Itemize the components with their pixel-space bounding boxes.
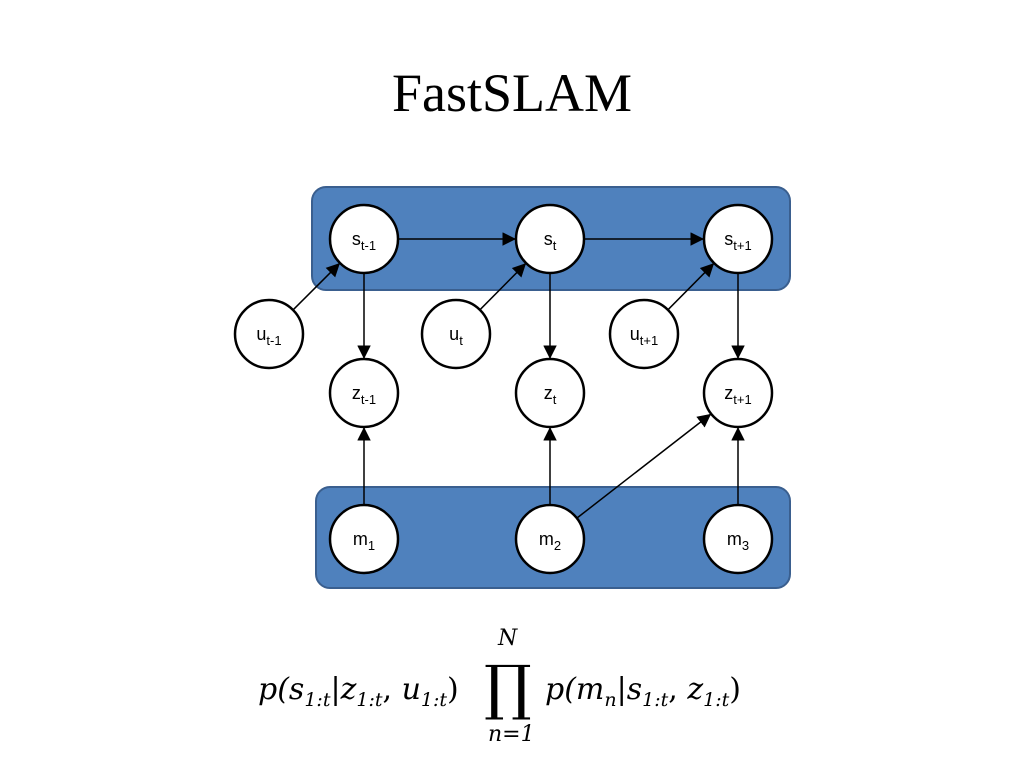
- node-label-subscript: t-1: [361, 238, 376, 253]
- node-circle-u_cur: [420, 298, 492, 370]
- node-circle-u_prev: [233, 298, 305, 370]
- node-label-subscript: t: [553, 238, 557, 253]
- node-label-subscript: t+1: [733, 392, 751, 407]
- product-lower-limit: n=1: [488, 722, 535, 747]
- node-label-base: z: [544, 383, 553, 403]
- product-upper-limit: N: [498, 626, 518, 651]
- node-z_cur: zt: [514, 357, 586, 429]
- node-label-base: m: [539, 529, 554, 549]
- node-circle-u_next: [608, 298, 680, 370]
- node-label-base: z: [724, 383, 733, 403]
- edge-u_cur-to-s_cur: [479, 262, 527, 311]
- node-label-s_cur: st: [544, 229, 557, 253]
- node-label-subscript: 3: [742, 538, 749, 553]
- node-circle-m1: [328, 503, 400, 575]
- node-label-base: m: [727, 529, 742, 549]
- slide-title: FastSLAM: [391, 63, 633, 123]
- node-label-z_prev: zt-1: [352, 383, 376, 407]
- node-m2: m2: [514, 503, 586, 575]
- node-s_cur: st: [514, 203, 586, 275]
- node-circle-z_next: [702, 357, 774, 429]
- node-circle-m3: [702, 503, 774, 575]
- node-label-subscript: t: [553, 392, 557, 407]
- node-label-m3: m3: [727, 529, 749, 553]
- node-label-u_prev: ut-1: [256, 324, 281, 348]
- edges: [292, 232, 745, 519]
- node-m3: m3: [702, 503, 774, 575]
- node-label-z_next: zt+1: [724, 383, 751, 407]
- node-label-base: s: [352, 229, 361, 249]
- node-label-u_next: ut+1: [630, 324, 658, 348]
- fastslam-factorization-formula: p(s1:t|z1:t, u1:t) N ∏ n=1 p(mn|s1:t, z1…: [0, 620, 1024, 760]
- node-label-subscript: 1: [368, 538, 375, 553]
- node-label-base: u: [449, 324, 459, 344]
- formula-rhs: p(mn|s1:t, z1:t): [545, 672, 741, 711]
- node-label-subscript: t-1: [266, 333, 281, 348]
- node-label-base: u: [630, 324, 640, 344]
- node-label-base: u: [256, 324, 266, 344]
- node-circle-s_next: [702, 203, 774, 275]
- formula-lhs: p(s1:t|z1:t, u1:t): [258, 672, 459, 711]
- node-label-s_prev: st-1: [352, 229, 376, 253]
- node-label-subscript: t+1: [733, 238, 751, 253]
- node-s_next: st+1: [702, 203, 774, 275]
- node-z_next: zt+1: [702, 357, 774, 429]
- node-label-subscript: 2: [554, 538, 561, 553]
- node-s_prev: st-1: [328, 203, 400, 275]
- node-circle-s_prev: [328, 203, 400, 275]
- node-label-base: z: [352, 383, 361, 403]
- node-label-m2: m2: [539, 529, 561, 553]
- node-label-subscript: t+1: [640, 333, 658, 348]
- node-label-base: s: [724, 229, 733, 249]
- node-circle-z_prev: [328, 357, 400, 429]
- edge-u_next-to-s_next: [667, 262, 715, 311]
- node-circle-m2: [514, 503, 586, 575]
- node-z_prev: zt-1: [328, 357, 400, 429]
- node-m1: m1: [328, 503, 400, 575]
- node-u_cur: ut: [420, 298, 492, 370]
- node-label-s_next: st+1: [724, 229, 751, 253]
- edge-m2-to-z_next: [576, 413, 712, 519]
- node-circle-z_cur: [514, 357, 586, 429]
- product-symbol: ∏: [484, 653, 532, 723]
- node-label-m1: m1: [353, 529, 375, 553]
- node-u_next: ut+1: [608, 298, 680, 370]
- node-label-base: m: [353, 529, 368, 549]
- node-u_prev: ut-1: [233, 298, 305, 370]
- edge-u_prev-to-s_prev: [292, 262, 341, 311]
- node-label-base: s: [544, 229, 553, 249]
- node-label-z_cur: zt: [544, 383, 557, 407]
- node-label-u_cur: ut: [449, 324, 463, 348]
- node-circle-s_cur: [514, 203, 586, 275]
- node-label-subscript: t: [459, 333, 463, 348]
- node-label-subscript: t-1: [361, 392, 376, 407]
